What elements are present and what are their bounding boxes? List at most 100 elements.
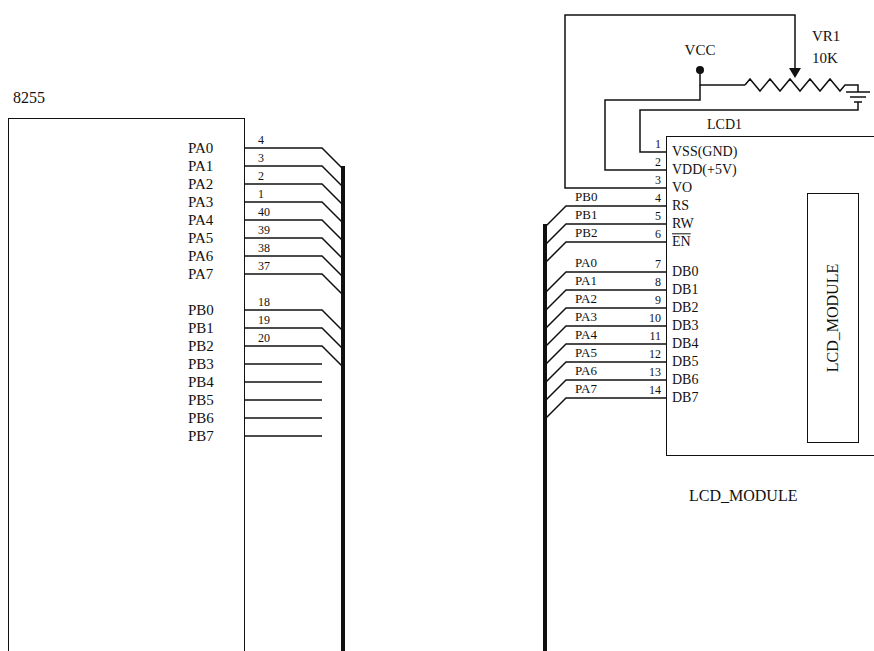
pin-wire: [546, 224, 666, 244]
pin-name: PA1: [188, 158, 213, 175]
pin-name: PB6: [188, 410, 214, 427]
signal-name: PB2: [575, 226, 597, 240]
pin-number: 4: [258, 134, 264, 147]
pin-name: PB2: [188, 338, 214, 355]
pin-number: 18: [258, 296, 270, 309]
signal-name: PA2: [575, 292, 597, 306]
pin-wire: [546, 272, 666, 292]
pin-wire: [546, 398, 666, 418]
lcd-inner-box: LCD_MODULE: [807, 193, 859, 443]
pin-number: 1: [655, 138, 661, 151]
pin-wire: [245, 328, 342, 348]
pin-name: PA3: [188, 194, 213, 211]
pin-number: 2: [258, 170, 264, 183]
pin-name: DB5: [672, 354, 698, 369]
pin-number: 12: [649, 348, 661, 361]
pin-wire: [546, 326, 666, 346]
pin-wire: [245, 220, 342, 240]
pin-name: PB7: [188, 428, 214, 445]
pin-name: EN: [672, 234, 691, 249]
pin-wire: [546, 308, 666, 328]
pin-wire: [546, 362, 666, 382]
pin-number: 4: [655, 192, 661, 205]
ground-symbol: [846, 92, 870, 102]
pin-wire: [546, 380, 666, 400]
pin-name: VDD(+5V): [672, 162, 737, 177]
pin-name: DB3: [672, 318, 698, 333]
pin-number: 3: [258, 152, 264, 165]
signal-name: PA6: [575, 364, 597, 378]
pin-wire: [546, 206, 666, 226]
pin-number: 3: [655, 174, 661, 187]
pin-wire: [245, 184, 342, 204]
pin-name: PB1: [188, 320, 214, 337]
pin-wire: [245, 166, 342, 186]
pin-wire: [245, 399, 322, 401]
signal-name: PB0: [575, 190, 597, 204]
pin-name: PB4: [188, 374, 214, 391]
pin-number: 8: [655, 276, 661, 289]
pin-name: VO: [672, 180, 692, 195]
supply-label: VCC: [685, 42, 716, 59]
pin-number: 5: [655, 210, 661, 223]
pin-name: PA2: [188, 176, 213, 193]
pin-number: 20: [258, 332, 270, 345]
wiper-arrow: [789, 68, 801, 78]
pin-name: PA4: [188, 212, 213, 229]
signal-name: PA5: [575, 346, 597, 360]
wiper-wire: [565, 15, 795, 188]
pin-name: PB3: [188, 356, 214, 373]
signal-name: PA4: [575, 328, 597, 342]
pin-wire: [245, 346, 342, 366]
pin-number: 19: [258, 314, 270, 327]
pin-name: PA7: [188, 266, 213, 283]
pin-name: PA0: [188, 140, 213, 157]
pin-number: 9: [655, 294, 661, 307]
signal-name: PB1: [575, 208, 597, 222]
pin-wire: [245, 417, 322, 419]
pin-name: VSS(GND): [672, 144, 737, 159]
pin-name: RW: [672, 216, 694, 231]
pin-wire: [245, 310, 342, 330]
pin-wire: [245, 202, 342, 222]
pin-name: PA5: [188, 230, 213, 247]
pin-wire: [245, 435, 322, 437]
vcc-wire: [700, 70, 745, 85]
module-name: LCD_MODULE: [689, 487, 797, 505]
pin-number: 2: [655, 156, 661, 169]
pin-number: 40: [258, 206, 270, 219]
vcc-dot: [696, 66, 704, 74]
pin-number: 7: [655, 258, 661, 271]
pin-number: 6: [655, 228, 661, 241]
pin-wire: [245, 238, 342, 258]
pin-name: PB0: [188, 302, 214, 319]
pin-number: 1: [258, 188, 264, 201]
pin-name: RS: [672, 198, 689, 213]
part-value: 10K: [812, 50, 838, 67]
part-name: LCD_MODULE: [824, 264, 842, 372]
pin-name: DB0: [672, 264, 698, 279]
pin-number: 13: [649, 366, 661, 379]
pin-wire: [245, 256, 342, 276]
pin-number: 39: [258, 224, 270, 237]
resistor-symbol: [745, 79, 858, 92]
pin-name: DB2: [672, 300, 698, 315]
part-name: 8255: [13, 89, 45, 107]
pin-name: PA6: [188, 248, 213, 265]
signal-name: PA1: [575, 274, 597, 288]
pin-wire: [245, 381, 322, 383]
pin-number: 11: [649, 330, 661, 343]
part-name: LCD1: [707, 117, 742, 132]
pin-wire: [245, 274, 342, 294]
pin-wire: [546, 290, 666, 310]
pin-name: DB1: [672, 282, 698, 297]
pin-wire: [245, 363, 322, 365]
pin-name: DB6: [672, 372, 698, 387]
pin-number: 10: [649, 312, 661, 325]
pin-name: DB7: [672, 390, 698, 405]
pin-number: 38: [258, 242, 270, 255]
data-bus: [343, 166, 545, 651]
pin-number: 37: [258, 260, 270, 273]
pin-wire: [546, 242, 666, 262]
